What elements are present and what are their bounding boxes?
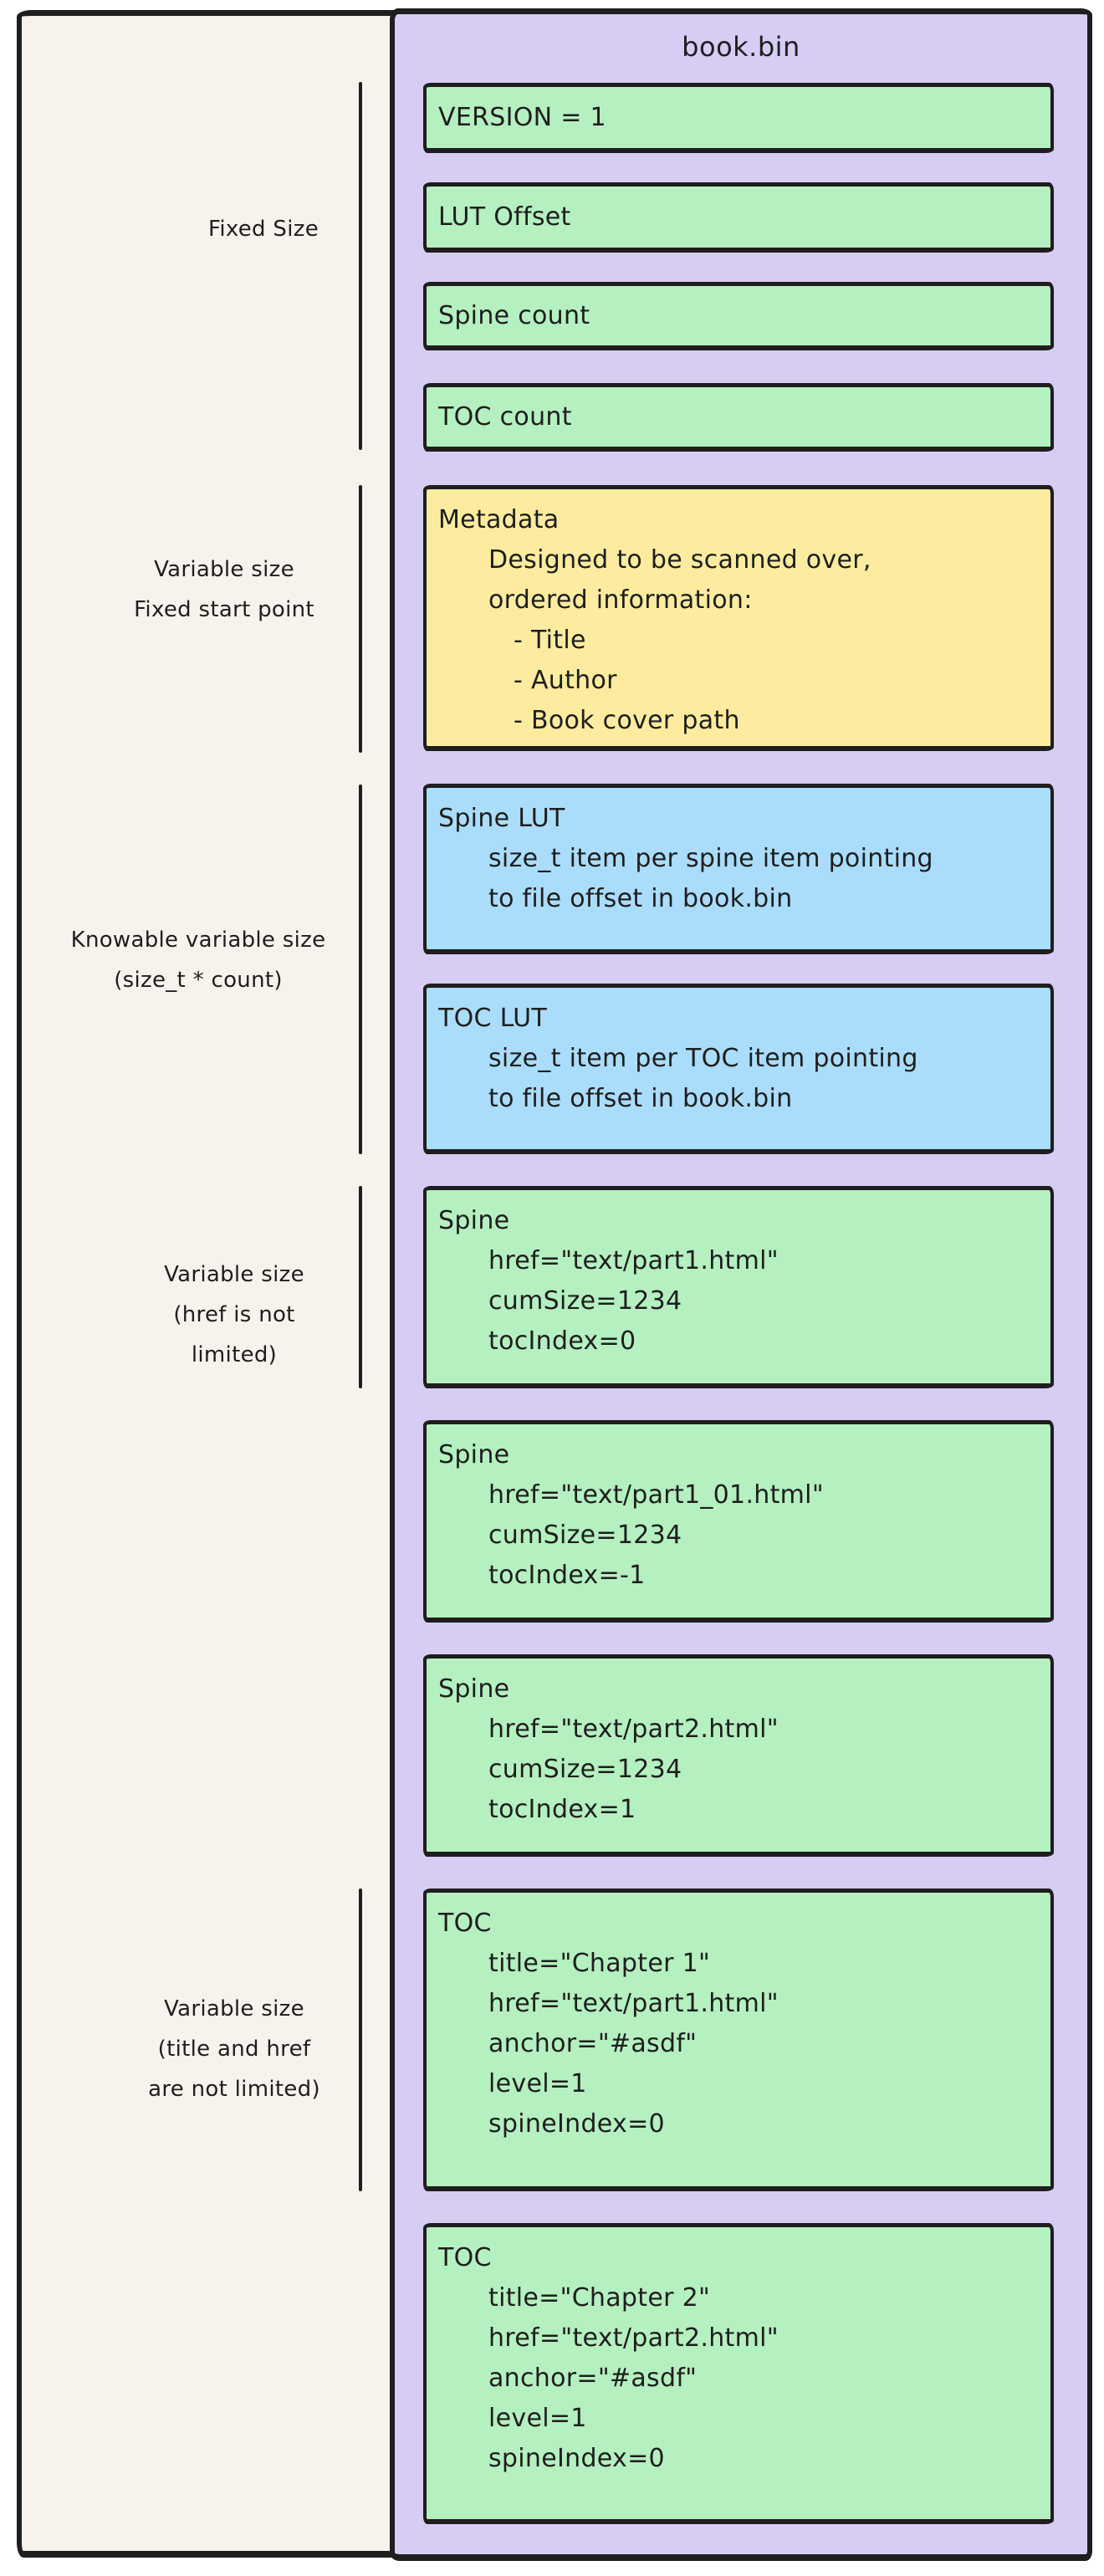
block-line: to file offset in book.bin <box>488 884 793 913</box>
block-line: size_t item per TOC item pointing <box>488 1044 918 1073</box>
block-line: cumSize=1234 <box>488 1755 682 1784</box>
bracket-knowable-variable <box>359 785 362 1154</box>
label-variable-href: Variable size (href is not limited) <box>59 1255 410 1375</box>
label-fixed-size: Fixed Size <box>88 209 439 249</box>
label-line: are not limited) <box>148 2077 320 2102</box>
bracket-variable-fixed-start <box>359 485 362 753</box>
block-spine-count: Spine count <box>423 282 1054 350</box>
file-title: book.bin <box>682 31 800 63</box>
block-line: Spine <box>438 1206 510 1235</box>
label-line: Variable size <box>164 1262 304 1287</box>
block-line: ordered information: <box>488 585 753 615</box>
block-toc-lut: TOC LUT size_t item per TOC item pointin… <box>423 984 1054 1154</box>
block-spine-item-3: Spine href="text/part2.html" cumSize=123… <box>423 1654 1054 1857</box>
bracket-variable-title-href <box>359 1889 362 2191</box>
block-line: anchor="#asdf" <box>488 2029 698 2058</box>
label-line: Knowable variable size <box>70 928 326 953</box>
label-knowable-variable: Knowable variable size (size_t * count) <box>23 920 374 1000</box>
block-line: TOC count <box>438 401 572 432</box>
block-line: LUT Offset <box>438 202 571 232</box>
block-toc-count: TOC count <box>423 383 1054 452</box>
block-line: TOC LUT <box>438 1004 548 1033</box>
block-line: cumSize=1234 <box>488 1286 682 1316</box>
block-line: - Book cover path <box>514 706 740 735</box>
block-line: level=1 <box>488 2069 587 2098</box>
block-line: TOC <box>438 2243 492 2272</box>
label-line: Fixed start point <box>134 597 314 622</box>
block-line: TOC <box>438 1909 492 1938</box>
label-line: Variable size <box>164 1996 304 2021</box>
block-line: cumSize=1234 <box>488 1521 682 1550</box>
block-line: spineIndex=0 <box>488 2444 665 2473</box>
block-line: level=1 <box>488 2404 587 2433</box>
block-line: title="Chapter 1" <box>488 1949 711 1978</box>
block-line: href="text/part2.html" <box>488 2323 779 2353</box>
label-line: (href is not <box>173 1302 295 1327</box>
block-spine-item-1: Spine href="text/part1.html" cumSize=123… <box>423 1186 1054 1388</box>
block-line: to file offset in book.bin <box>488 1084 793 1113</box>
block-line: href="text/part1.html" <box>488 1246 779 1275</box>
block-line: - Author <box>514 666 617 695</box>
block-line: href="text/part2.html" <box>488 1715 779 1744</box>
label-line: Variable size <box>154 557 294 582</box>
block-line: size_t item per spine item pointing <box>488 844 933 873</box>
bracket-fixed-size <box>359 82 362 450</box>
block-line: tocIndex=0 <box>488 1326 636 1356</box>
block-line: Metadata <box>438 505 560 534</box>
bracket-variable-href <box>359 1186 362 1388</box>
block-line: Designed to be scanned over, <box>488 545 871 575</box>
block-line: tocIndex=1 <box>488 1795 636 1824</box>
block-line: tocIndex=-1 <box>488 1561 646 1590</box>
label-line: (size_t * count) <box>114 968 283 993</box>
block-line: Spine count <box>438 300 590 330</box>
block-toc-item-2: TOC title="Chapter 2" href="text/part2.h… <box>423 2223 1054 2524</box>
block-line: Spine LUT <box>438 804 565 833</box>
label-line: Fixed Size <box>207 217 319 242</box>
label-variable-fixed-start: Variable size Fixed start point <box>49 549 400 630</box>
block-lut-offset: LUT Offset <box>423 182 1054 253</box>
block-version: VERSION = 1 <box>423 83 1054 153</box>
block-line: Spine <box>438 1440 510 1469</box>
label-variable-title-href: Variable size (title and href are not li… <box>59 1989 410 2109</box>
block-line: href="text/part1_01.html" <box>488 1480 824 1510</box>
block-toc-item-1: TOC title="Chapter 1" href="text/part1.h… <box>423 1889 1054 2191</box>
block-line: spineIndex=0 <box>488 2109 665 2139</box>
block-line: title="Chapter 2" <box>488 2283 711 2313</box>
label-line: (title and href <box>157 2037 311 2062</box>
block-metadata: Metadata Designed to be scanned over, or… <box>423 485 1054 751</box>
block-line: anchor="#asdf" <box>488 2364 698 2393</box>
block-line: - Title <box>514 626 586 655</box>
block-line: Spine <box>438 1674 510 1704</box>
label-line: limited) <box>191 1342 278 1367</box>
block-spine-lut: Spine LUT size_t item per spine item poi… <box>423 784 1054 954</box>
block-line: href="text/part1.html" <box>488 1989 779 2018</box>
block-spine-item-2: Spine href="text/part1_01.html" cumSize=… <box>423 1420 1054 1623</box>
block-line: VERSION = 1 <box>438 102 606 132</box>
